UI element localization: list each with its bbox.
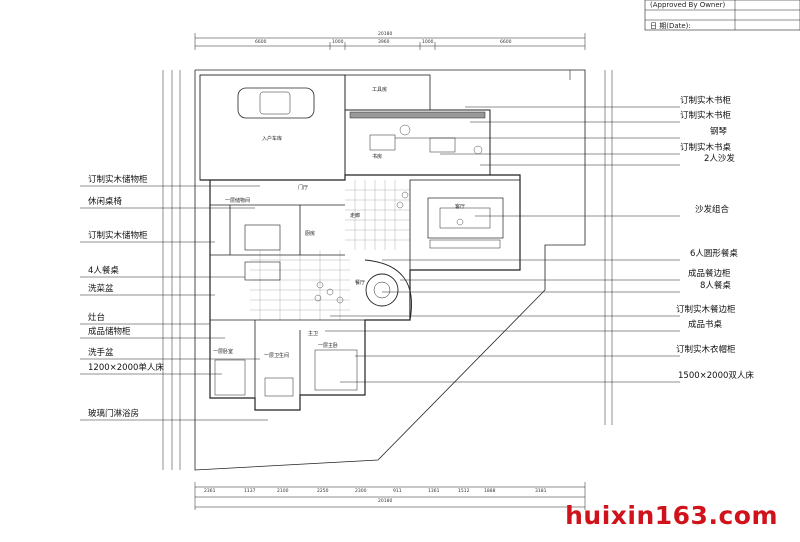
bottom-dimension-10: 3181: [535, 489, 547, 494]
label-right-double-bed: 1500×2000双人床: [678, 371, 754, 381]
bottom-dimension-3: 2100: [277, 489, 289, 494]
label-right-desk: 订制实木书桌: [680, 143, 732, 153]
room-label-bedroom-2: 一层主卧: [318, 343, 339, 349]
garage-walls: [199, 74, 346, 181]
bottom-dimension-7: 1361: [428, 489, 440, 494]
single-bed: [214, 359, 246, 396]
room-label-corridor: 走廊: [350, 213, 361, 219]
top-dimension-5: 6600: [500, 40, 512, 45]
room-label-hall: 门厅: [298, 185, 309, 191]
label-left-storage-cabinet-2: 订制实木储物柜: [88, 231, 148, 241]
label-left-wash-basin: 洗手盆: [88, 348, 114, 358]
label-right-sofa-set: 沙发组合: [695, 205, 730, 215]
site-boundary: [194, 69, 586, 471]
label-left-storage-unit: 成品储物柜: [88, 327, 131, 337]
label-right-eight-seat-table: 8人餐桌: [700, 281, 731, 291]
bottom-total-dimension: 20180: [378, 499, 393, 504]
room-label-dining: 餐厅: [355, 280, 366, 286]
top-total-dimension: 20180: [378, 32, 393, 37]
bottom-dimension-6: 911: [393, 489, 402, 494]
label-right-round-table: 6人圆形餐桌: [690, 249, 738, 259]
bottom-dimension-8: 1512: [458, 489, 470, 494]
date-label: 日 期(Date):: [650, 22, 691, 30]
room-label-study: 书房: [372, 154, 383, 160]
room-label-bath-2: 主卫: [308, 331, 319, 337]
label-right-bookcase-1: 订制实木书柜: [680, 96, 732, 106]
label-right-ready-made-desk: 成品书桌: [688, 320, 723, 330]
bottom-dimension-9: 1888: [484, 489, 496, 494]
label-left-four-seat-table: 4人餐桌: [88, 266, 119, 276]
label-right-custom-sideboard: 订制实木餐边柜: [676, 305, 736, 315]
label-left-sink: 洗菜盆: [88, 284, 114, 294]
four-seat-table: [244, 261, 281, 281]
double-bed: [314, 349, 358, 391]
label-left-storage-cabinet-1: 订制实木储物柜: [88, 175, 148, 185]
room-label-tools: 工具房: [372, 87, 388, 93]
label-left-stove: 灶台: [88, 313, 106, 323]
label-right-sideboard: 成品餐边柜: [688, 269, 731, 279]
room-label-garage: 入户车库: [262, 136, 283, 142]
top-dimension-4: 1000: [422, 40, 434, 45]
room-label-living: 客厅: [455, 204, 466, 210]
label-right-bookcase-2: 订制实木书柜: [680, 111, 732, 121]
bottom-dimension-1: 2361: [204, 489, 216, 494]
car-outline: [237, 87, 315, 119]
watermark: huixin163.com: [565, 501, 778, 530]
round-dining-table: [365, 273, 399, 307]
approved-by-label: (Approved By Owner): [650, 1, 726, 9]
label-left-single-bed: 1200×2000单人床: [88, 363, 164, 373]
bottom-dimension-5: 2300: [355, 489, 367, 494]
room-label-bath-1: 一层卫生间: [264, 353, 290, 359]
room-label-storage: 一层储物间: [225, 198, 251, 204]
top-dimension-3: 3960: [378, 40, 390, 45]
top-dimension-2: 1000: [332, 40, 344, 45]
label-left-shower-room: 玻璃门淋浴房: [88, 409, 140, 419]
label-right-piano: 钢琴: [710, 127, 728, 137]
bottom-dimension-2: 1137: [244, 489, 256, 494]
bottom-dimension-4: 2250: [317, 489, 329, 494]
label-right-wardrobe: 订制实木衣帽柜: [676, 345, 736, 355]
house-exterior-walls: [200, 174, 521, 411]
top-dimension-1: 6600: [255, 40, 267, 45]
title-block-frame: [644, 0, 800, 31]
label-left-leisure-table: 休闲桌椅: [88, 197, 123, 207]
room-label-kitchen: 厨房: [305, 231, 316, 237]
label-right-two-seat-sofa: 2人沙发: [704, 154, 735, 164]
room-label-bedroom-1: 一层卧室: [213, 349, 234, 355]
